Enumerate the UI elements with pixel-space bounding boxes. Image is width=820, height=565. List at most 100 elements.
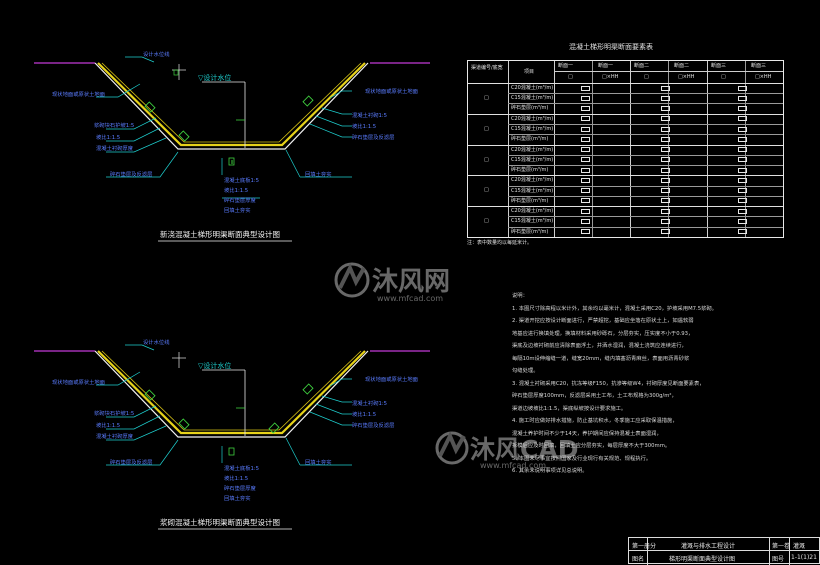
table-value-box [581, 177, 590, 183]
table-group-line [468, 175, 783, 177]
table-group-label: □ [484, 95, 489, 101]
table-value-box [581, 208, 590, 214]
label-left-top-1: 现状地面或原状土地面 [52, 90, 105, 98]
label-left-3-2: 混凝土衬砌厚度 [96, 432, 134, 440]
table-row-line [508, 103, 783, 105]
label-bottom-3-1: 碎石垫层厚度 [224, 196, 256, 204]
table-note: 注：表中数量均以每延米计。 [467, 240, 533, 246]
label-right-1-1: 混凝土衬砌1:5 [352, 111, 387, 119]
table-group-line [468, 144, 783, 146]
table-value-box [581, 147, 590, 153]
table-header-cell: 断面三 [711, 63, 727, 69]
section-title-2: 浆砌混凝土梯形明渠断面典型设计图 [160, 517, 280, 527]
table-header-line [468, 83, 783, 84]
label-left-4-1: 碎石垫层及反滤层 [110, 170, 152, 178]
label-right-top-2: 现状地面或原状土地面 [365, 375, 418, 383]
table-col-line [554, 61, 555, 237]
table-value-box [581, 167, 590, 173]
table-subcol-line [668, 61, 669, 237]
table-value-box [738, 177, 747, 183]
table-row-item: 碎石垫层(m³/m) [511, 197, 549, 204]
table-title: 混凝土梯形明渠断面要素表 [569, 43, 653, 51]
canal-section-2: ▽设计水位 设计水位线 现状地面或原状土地面 浆砌块石护坡1:5 坡比1:1.5… [34, 338, 430, 530]
table-value-box [738, 147, 747, 153]
label-bottom-2-2: 坡比1:1.5 [224, 474, 248, 482]
tb-row1-a: 第一册分 [632, 543, 657, 550]
table-row-item: C15混凝土(m³/m) [511, 95, 554, 102]
table-value-box [661, 208, 670, 214]
table-group-label: □ [484, 156, 489, 163]
table-value-box [661, 85, 670, 91]
table-row-item: C20混凝土(m³/m) [511, 146, 554, 153]
table-header-cell: 项目 [524, 69, 535, 75]
table-subheader-cell: □ [568, 74, 573, 80]
table-value-box [581, 126, 590, 132]
watermark-logo-1: 沐风网 www.mfcad.com [334, 262, 450, 303]
table-header-cell: 渠道编号/底宽 [471, 65, 503, 71]
table-row-line [508, 154, 783, 156]
table-row-item: 碎石垫层(m³/m) [511, 105, 549, 112]
label-left-2-1: 坡比1:1.5 [96, 133, 120, 141]
label-bottom-4-1: 回填土夯实 [224, 206, 251, 214]
table-row-line [508, 185, 783, 187]
table-value-box [581, 85, 590, 91]
label-left-top-2: 现状地面或原状土地面 [52, 378, 105, 386]
label-right-4-1: 回填土夯实 [305, 170, 332, 178]
table-value-box [661, 188, 670, 194]
notes-line: 拆模后应及时回填，回填土应分层夯实，每层厚度不大于300mm。 [512, 443, 671, 449]
notes-line: 混凝土养护时间不少于14天，养护期间应保持混凝土表面湿润， [512, 430, 662, 437]
label-right-3-2: 碎石垫层及反滤层 [352, 421, 394, 429]
table-value-box [738, 198, 747, 204]
water-level-mark-1: ▽设计水位 [198, 73, 231, 82]
table-value-box [581, 229, 590, 235]
table-value-box [738, 136, 747, 142]
table-value-box [738, 85, 747, 91]
label-bottom-2-1: 坡比1:1.5 [224, 186, 248, 194]
label-left-1-1: 浆砌块石护坡1:5 [94, 121, 134, 129]
label-bottom-1-1: 混凝土底板1:5 [224, 176, 259, 184]
table-value-box [738, 157, 747, 163]
table-row-item: C15混凝土(m³/m) [511, 187, 554, 194]
table-row-item: C15混凝土(m³/m) [511, 156, 554, 163]
table-row-line [508, 165, 783, 166]
notes-line: 渠道边坡坡比1:1.5，渠底纵坡按设计要求施工。 [512, 405, 627, 412]
table-value-box [738, 229, 747, 235]
table-row-item: C20混凝土(m³/m) [511, 177, 554, 184]
notes-line: 2. 渠道开挖应按设计断面进行，严禁超挖，基础应坐落在原状土上，如遇软弱 [512, 318, 694, 324]
table-value-box [661, 218, 670, 224]
label-right-1-2: 混凝土衬砌1:5 [352, 399, 387, 407]
element-table: 渠道编号/底宽项目断面一断面一断面二断面二断面三断面三□□×HH□□×HH□□×… [467, 60, 784, 238]
table-value-box [738, 218, 747, 224]
table-value-box [581, 198, 590, 204]
table-group-label: □ [484, 125, 489, 132]
table-col-line [630, 61, 631, 237]
label-left-1-2: 浆砌块石护坡1:5 [94, 409, 134, 417]
notes-line: 1. 本图尺寸除高程以米计外，其余均以毫米计，混凝土采用C20，护坡采用M7.5… [512, 305, 717, 312]
tb-row2-a: 图名 [632, 556, 645, 563]
label-left-2-2: 坡比1:1.5 [96, 421, 120, 429]
table-header-line [554, 71, 783, 72]
notes-line: 3. 混凝土衬砌采用C20，抗冻等级F150，抗渗等级W4，衬砌厚度见断面要素表… [512, 380, 705, 387]
title-block: 第一册分 灌溉与排水工程设计 第一卷 灌溉 图名 梯形明渠断面典型设计图 图号 … [628, 537, 820, 565]
canal-section-1: ▽设计水位 设计水位线 现状地面或原状土地面 浆砌块石护坡1:5 [34, 50, 430, 242]
table-group-label: □ [484, 187, 489, 194]
table-value-box [661, 116, 670, 122]
watermark-logo-2: 沐风CAD www.mfcad.com [435, 431, 578, 470]
table-value-box [581, 188, 590, 194]
label-left-3-1: 混凝土衬砌厚度 [96, 144, 134, 152]
table-value-box [581, 95, 590, 101]
table-header-cell: 断面一 [558, 63, 574, 69]
table-col-line [707, 61, 708, 237]
notes-line: 4. 施工时应做好排水措施，防止基坑积水，冬季施工应采取保温措施， [512, 418, 678, 424]
table-row-line [508, 124, 783, 125]
notes-line: 每隔10m设伸缩缝一道，缝宽20mm，缝内填塞沥青麻丝，表面用沥青砂浆 [512, 355, 690, 362]
tb-row2-c: 图号 [772, 556, 785, 563]
label-right-4-2: 回填土夯实 [305, 458, 332, 466]
notes-line: 碎石垫层厚度100mm，反滤层采用土工布，土工布规格为300g/m²， [512, 393, 677, 399]
table-value-box [738, 105, 747, 111]
table-value-box [661, 147, 670, 153]
section-title-1: 新浇混凝土梯形明渠断面典型设计图 [160, 229, 280, 239]
table-value-box [581, 136, 590, 142]
design-notes: 说明： 1. 本图尺寸除高程以米计外，其余均以毫米计，混凝土采用C20，护坡采用… [512, 290, 782, 478]
